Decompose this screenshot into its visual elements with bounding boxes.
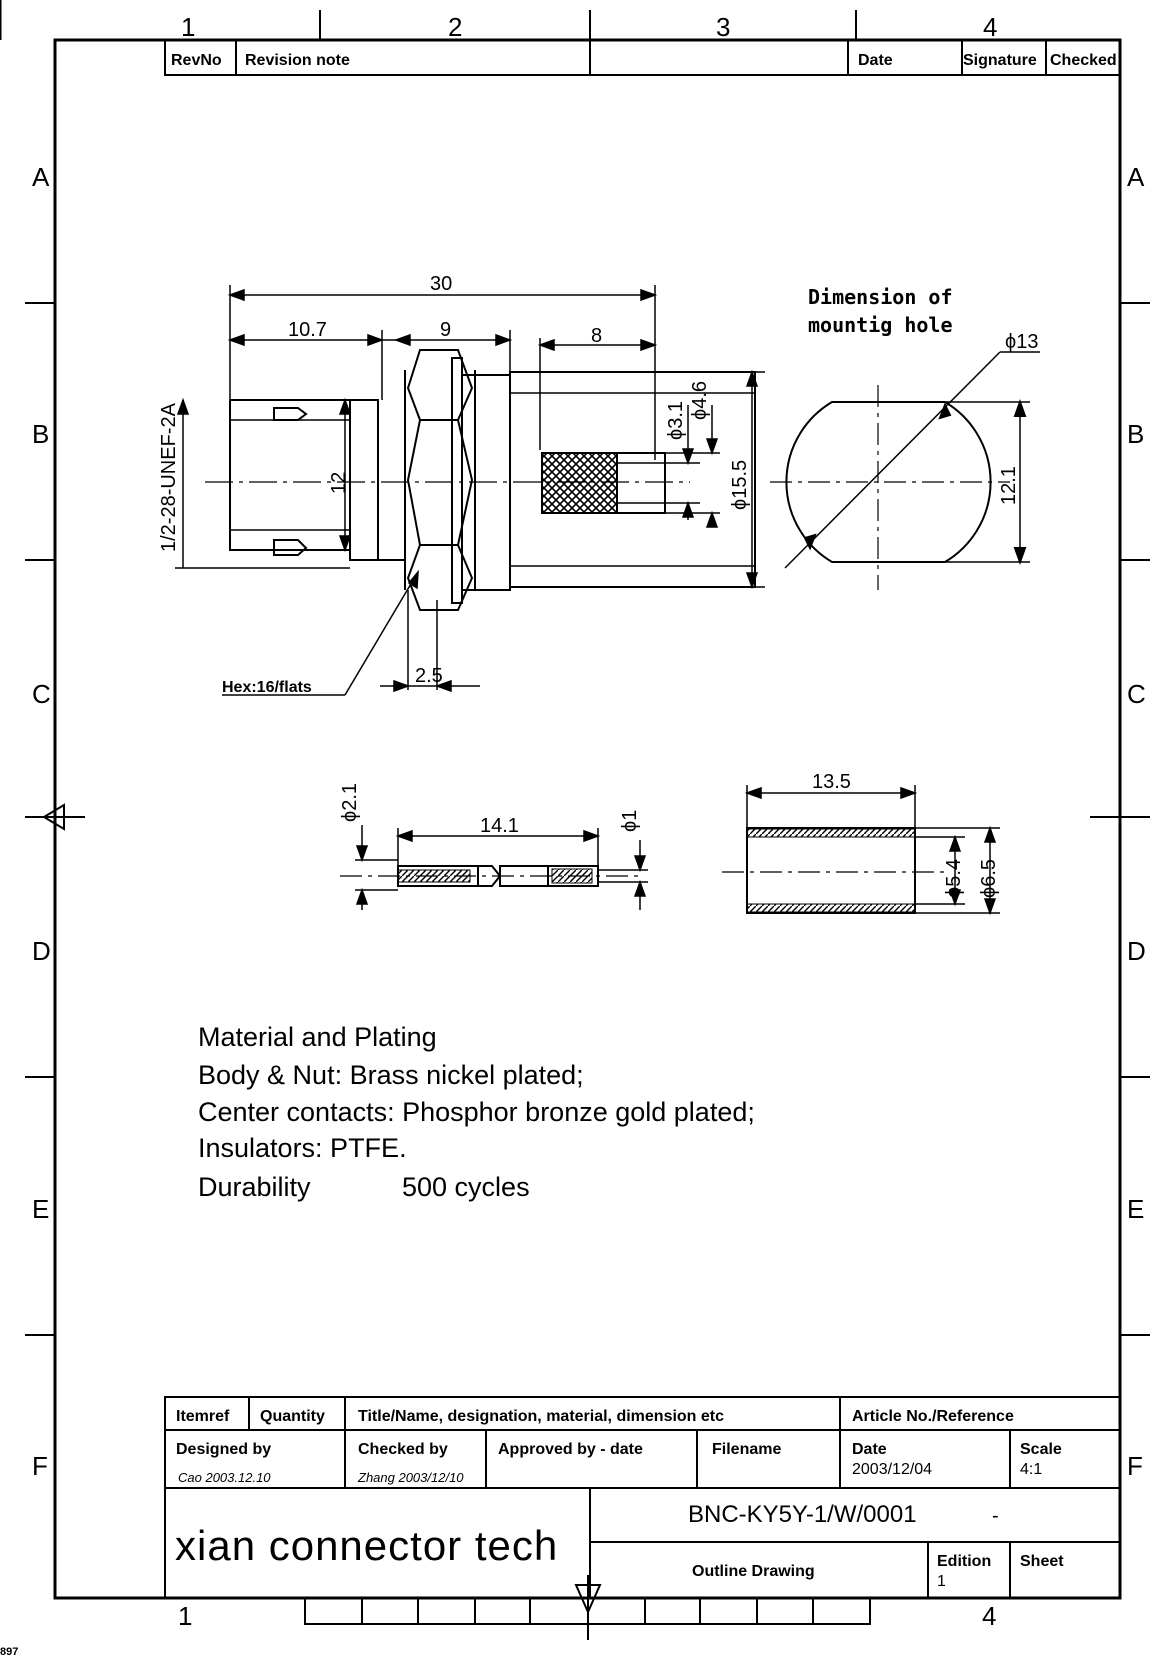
revision-header-note: Revision note — [245, 52, 350, 69]
notes-durability-value: 500 cycles — [402, 1172, 530, 1202]
tb-edition-value: 1 — [937, 1573, 946, 1590]
tb-date-label: Date — [852, 1441, 887, 1458]
dim-hole-diameter-13: ϕ13 — [1005, 331, 1038, 353]
tb-company: xian connector tech — [175, 1522, 558, 1569]
tb-part-dash: - — [992, 1505, 999, 1527]
main-view-labels: 30 10.7 9 8 1/2-28-UNEF-2A 12 ϕ3.1 ϕ4.6 … — [158, 273, 751, 696]
tb-title-name: Title/Name, designation, material, dimen… — [358, 1408, 724, 1425]
dim-rear-length: 8 — [591, 325, 602, 347]
mounting-hole-labels: Dimension of mountig hole ϕ13 12.1 — [808, 285, 1038, 505]
tb-scale-label: Scale — [1020, 1441, 1062, 1458]
tb-scale-value: 4:1 — [1020, 1461, 1042, 1478]
bottom-column-label: 1 — [178, 1601, 192, 1631]
tb-itemref: Itemref — [176, 1408, 230, 1425]
column-label: 2 — [448, 12, 462, 42]
tb-designed-by: Designed by — [176, 1441, 271, 1458]
dim-thread-spec: 1/2-28-UNEF-2A — [158, 402, 180, 552]
revision-header-revno: RevNo — [171, 52, 222, 69]
dim-washer-2-5: 2.5 — [415, 665, 443, 687]
tb-filename: Filename — [712, 1441, 781, 1458]
dim-ferrule-length-13-5: 13.5 — [812, 771, 851, 793]
revision-header-date: Date — [858, 52, 893, 69]
tb-article: Article No./Reference — [852, 1408, 1014, 1425]
drawing-frame — [0, 0, 1150, 1640]
tb-quantity: Quantity — [260, 1408, 325, 1425]
ferrule-dimensions — [744, 785, 1000, 916]
column-label: 1 — [181, 12, 195, 42]
dim-contact-length-14-1: 14.1 — [480, 815, 519, 837]
tb-checked-signature: Zhang 2003/12/10 — [357, 1470, 464, 1485]
notes-body-nut: Body & Nut: Brass nickel plated; — [198, 1060, 584, 1090]
row-label: D — [32, 936, 51, 966]
dim-diameter-4-6: ϕ4.6 — [689, 381, 711, 420]
dim-contact-diameter-2-1: ϕ2.1 — [339, 783, 361, 822]
mounting-hole-title-line1: Dimension of — [808, 285, 953, 309]
dim-ferrule-diameter-5-4: ϕ5.4 — [943, 859, 965, 898]
hex-flats-label: Hex:16/flats — [222, 679, 312, 696]
center-contact-labels: 14.1 ϕ2.1 ϕ1 — [339, 783, 641, 837]
row-label: D — [1127, 936, 1146, 966]
row-label: F — [32, 1451, 48, 1481]
tb-sheet-label: Sheet — [1020, 1553, 1064, 1570]
revision-header-signature: Signature — [963, 52, 1037, 69]
dim-hex-length: 9 — [440, 319, 451, 341]
tb-date-value: 2003/12/04 — [852, 1461, 932, 1478]
tb-edition-label: Edition — [937, 1553, 991, 1570]
title-block — [164, 1396, 1121, 1599]
notes-heading: Material and Plating — [198, 1022, 437, 1052]
row-label: E — [32, 1194, 49, 1224]
mounting-hole-view — [770, 351, 1040, 590]
ferrule-view — [722, 827, 950, 914]
column-label: 4 — [983, 12, 997, 42]
tb-approved-by: Approved by - date — [498, 1441, 643, 1458]
notes-contacts: Center contacts: Phosphor bronze gold pl… — [198, 1097, 755, 1127]
row-label: C — [1127, 679, 1146, 709]
dim-ferrule-diameter-6-5: ϕ6.5 — [978, 859, 1000, 898]
row-label: A — [1127, 162, 1145, 192]
tb-designed-signature: Cao 2003.12.10 — [178, 1470, 271, 1485]
dim-body-12: 12 — [328, 472, 350, 494]
row-label: E — [1127, 1194, 1144, 1224]
bottom-column-label: 4 — [982, 1601, 996, 1631]
tb-document-type: Outline Drawing — [692, 1563, 815, 1580]
dim-front-length: 10.7 — [288, 319, 327, 341]
mounting-hole-title-line2: mountig hole — [808, 313, 953, 337]
row-label: A — [32, 162, 50, 192]
dim-diameter-15-5: ϕ15.5 — [729, 460, 751, 510]
dim-hole-flat-12-1: 12.1 — [998, 466, 1020, 505]
row-label: B — [32, 419, 49, 449]
corner-mark: 897 — [0, 1646, 18, 1657]
ferrule-labels: 13.5 ϕ5.4 ϕ6.5 — [812, 771, 1000, 898]
tb-checked-by: Checked by — [358, 1441, 448, 1458]
main-view-dimensions — [175, 285, 765, 696]
material-notes: Material and Plating Body & Nut: Brass n… — [198, 1022, 755, 1202]
tb-part-number: BNC-KY5Y-1/W/0001 — [688, 1501, 917, 1528]
center-contact-view — [340, 865, 640, 887]
dim-diameter-3-1: ϕ3.1 — [665, 401, 687, 440]
center-contact-dimensions — [355, 825, 648, 910]
row-label: F — [1127, 1451, 1143, 1481]
dim-contact-diameter-1: ϕ1 — [619, 810, 641, 832]
row-label: C — [32, 679, 51, 709]
revision-header-checked: Checked — [1050, 52, 1117, 69]
column-label: 3 — [716, 12, 730, 42]
dim-overall-length: 30 — [430, 273, 452, 295]
connector-side-view — [205, 349, 756, 611]
frame-labels: 1 2 3 4 A B C D E F A B C D E F 1 4 897 — [0, 12, 1146, 1657]
row-label: B — [1127, 419, 1144, 449]
notes-insulators: Insulators: PTFE. — [198, 1133, 407, 1163]
title-block-text: Itemref Quantity Title/Name, designation… — [175, 1408, 1064, 1590]
notes-durability-label: Durability — [198, 1172, 311, 1202]
revision-table: RevNo Revision note Date Signature Check… — [164, 39, 1121, 76]
